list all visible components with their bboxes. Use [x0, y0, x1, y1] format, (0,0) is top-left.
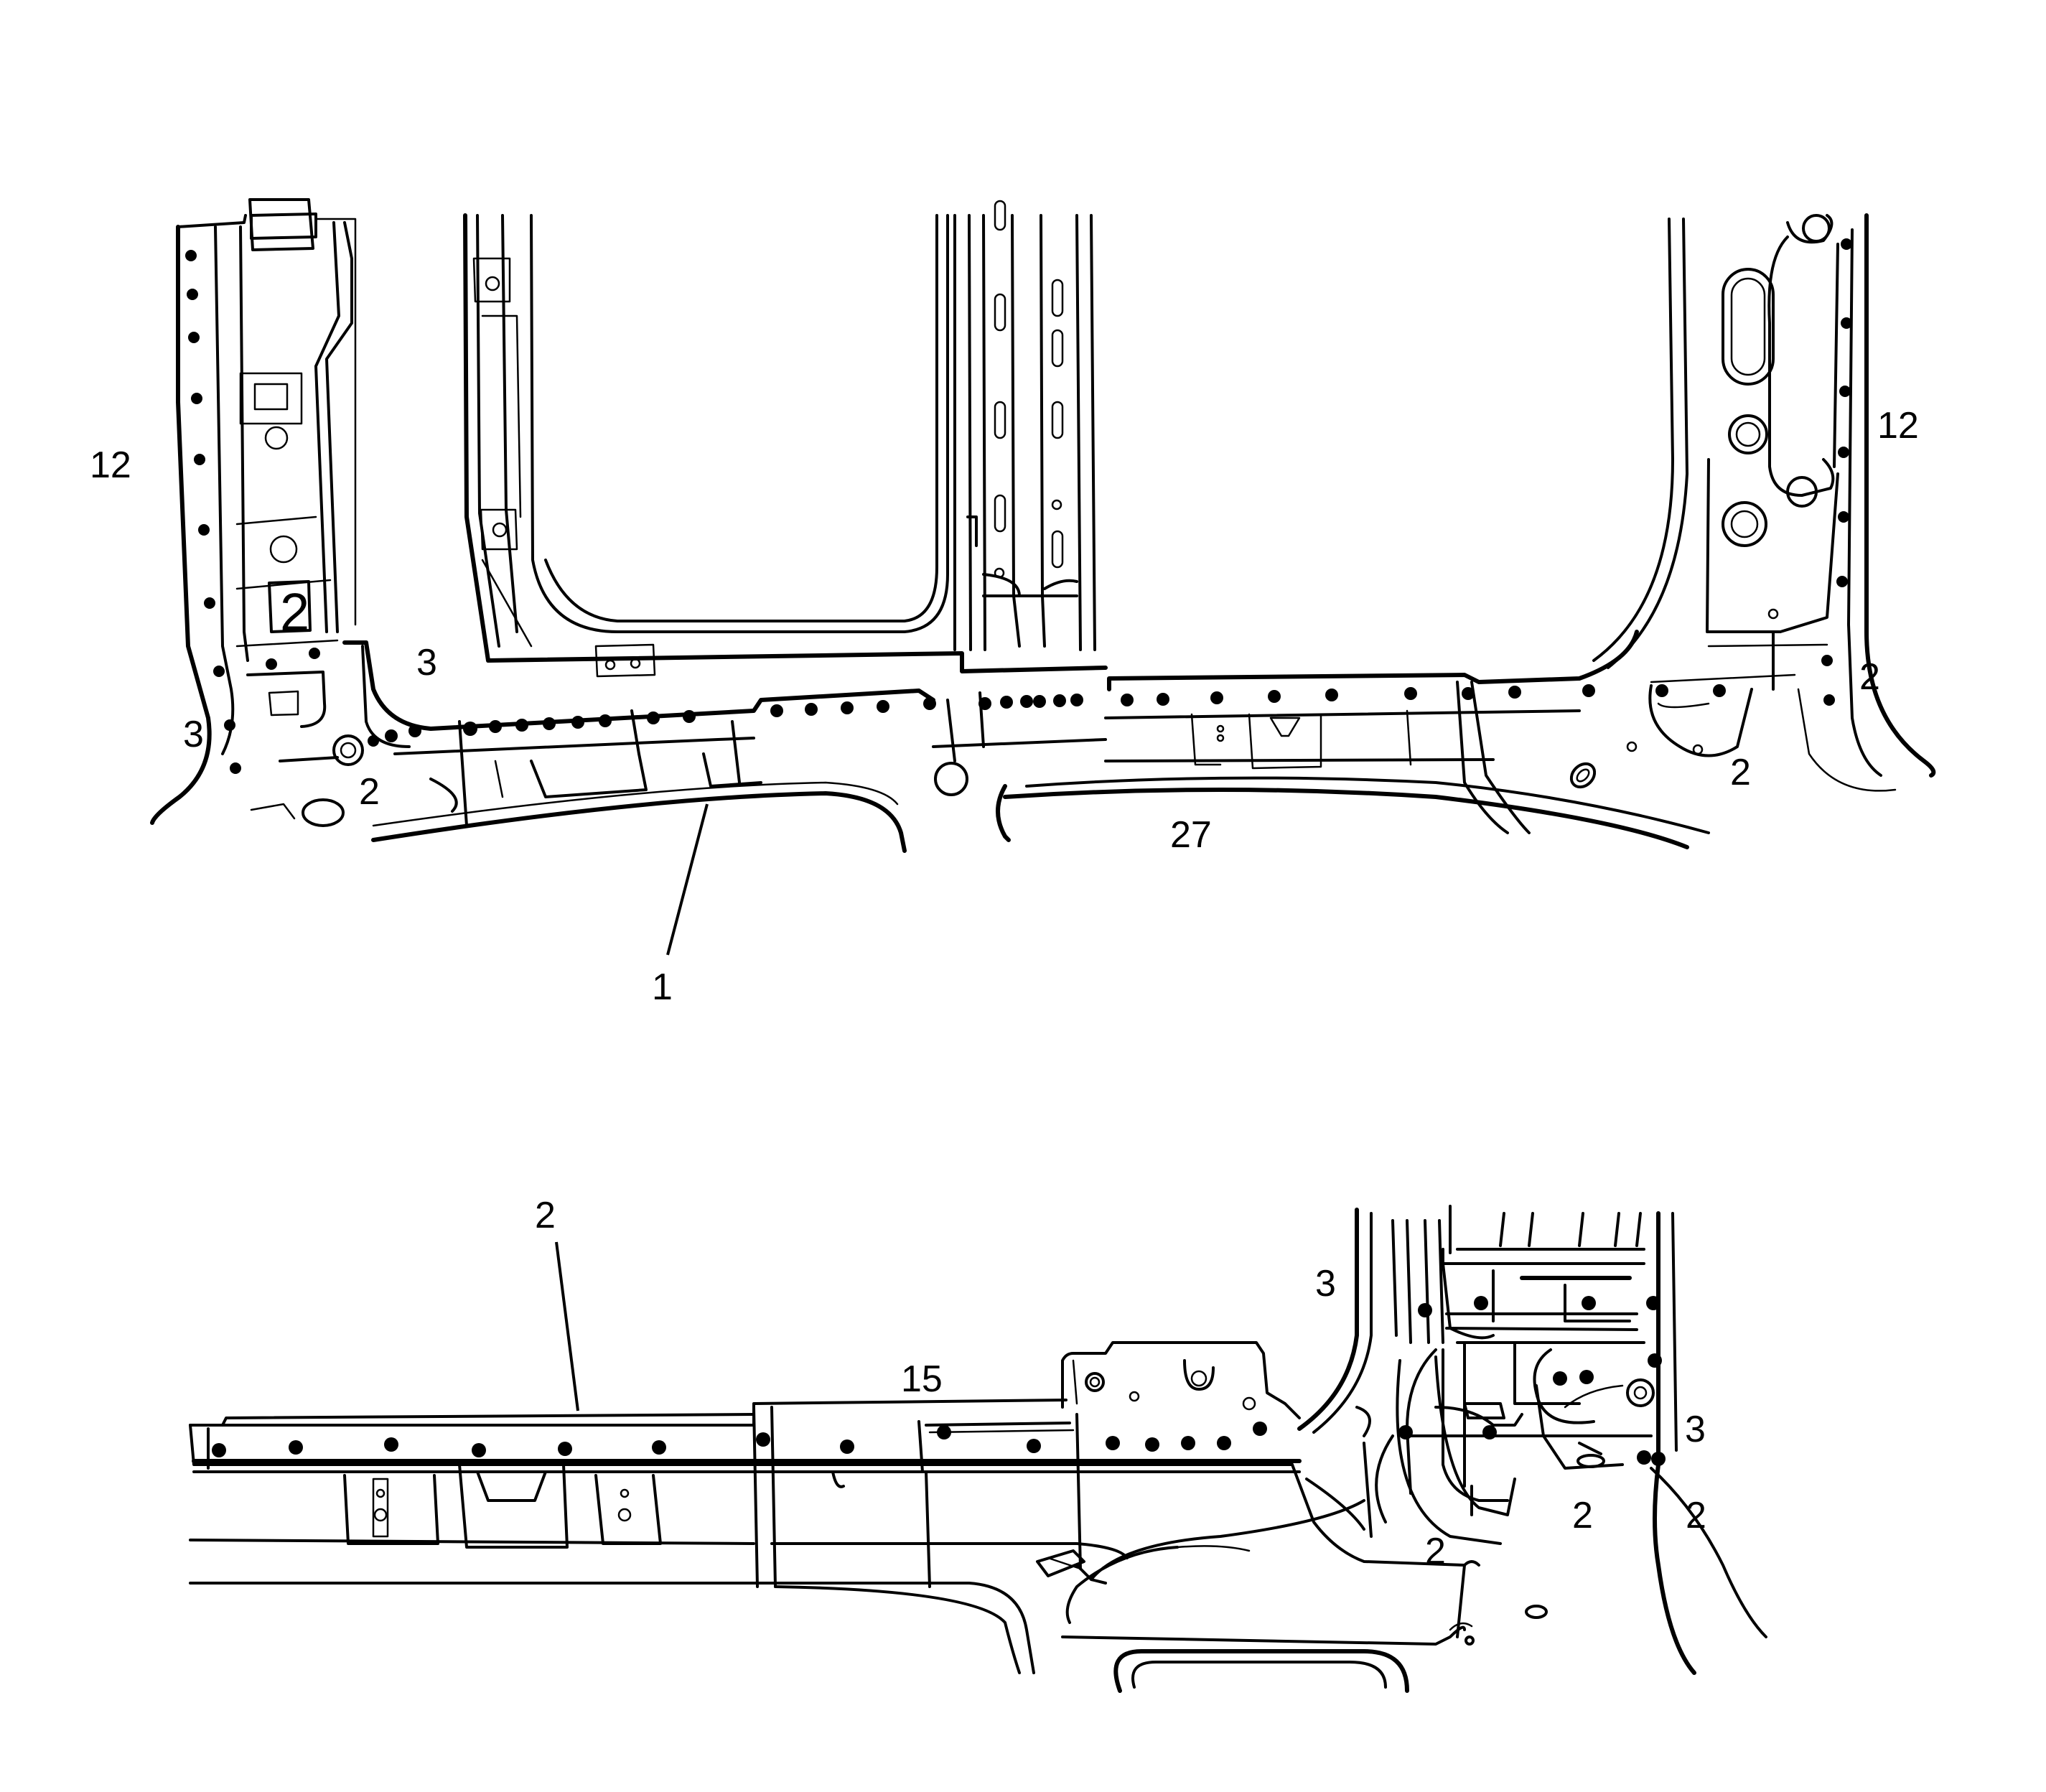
callout-2-right-lower: 2: [1730, 752, 1751, 793]
upper-callouts: 12 12 3 3 2 2 2 2 27 1: [90, 405, 1919, 1008]
callout-12-left: 12: [90, 444, 131, 486]
b-pillar-welds: [978, 694, 1083, 710]
rocker-welds-left: [368, 697, 936, 747]
callout-2-left: 2: [359, 771, 380, 813]
rocker-welds-right: [1121, 684, 1726, 706]
lower-body-panels: [189, 1463, 1548, 1693]
rocker-upper-left: [342, 640, 1107, 853]
lower-brackets: [343, 1463, 845, 1549]
callout-2-right-upper: 2: [1859, 656, 1880, 698]
callout-1: 1: [652, 966, 673, 1008]
callout-27: 27: [1170, 814, 1212, 856]
callout-2-pillar-stamp: 2: [280, 582, 309, 642]
callout-2-top: 2: [535, 1195, 556, 1236]
upper-view: 12 12 3 3 2 2 2 2 27 1: [90, 198, 1936, 1008]
right-pillar-welds: [1821, 238, 1852, 706]
lower-rocker-welds: [212, 1422, 1267, 1457]
lower-right-welds: [1398, 1296, 1666, 1466]
callout-12-right: 12: [1877, 405, 1919, 447]
callout-3-top-right: 3: [1315, 1263, 1336, 1305]
callout-3-lower-left: 3: [183, 714, 204, 755]
right-pillar: [1592, 213, 1936, 792]
left-pillar-welds: [185, 250, 320, 774]
callout-3-upper-left: 3: [416, 642, 437, 683]
leader-2-top: [555, 1241, 579, 1411]
leader-1: [666, 803, 709, 956]
callout-2-b: 2: [1686, 1495, 1706, 1536]
left-pillar: [150, 198, 364, 827]
callout-15: 15: [901, 1358, 943, 1400]
lower-callouts: 2 15 3 3 2 2 2: [535, 1195, 1706, 1572]
rocker-upper-right: [996, 630, 1710, 849]
bracket-15: [1061, 1341, 1301, 1419]
callout-3-right: 3: [1685, 1409, 1706, 1450]
door-opening-frame: [463, 213, 1108, 678]
lower-view: 2 15 3 3 2 2 2: [189, 1195, 1767, 1693]
lower-right-section: [1090, 1205, 1767, 1675]
callout-2-c: 2: [1425, 1531, 1446, 1572]
b-pillar: [953, 200, 1096, 651]
lower-rocker-panel: [189, 1399, 1302, 1588]
callout-2-a: 2: [1572, 1495, 1593, 1536]
